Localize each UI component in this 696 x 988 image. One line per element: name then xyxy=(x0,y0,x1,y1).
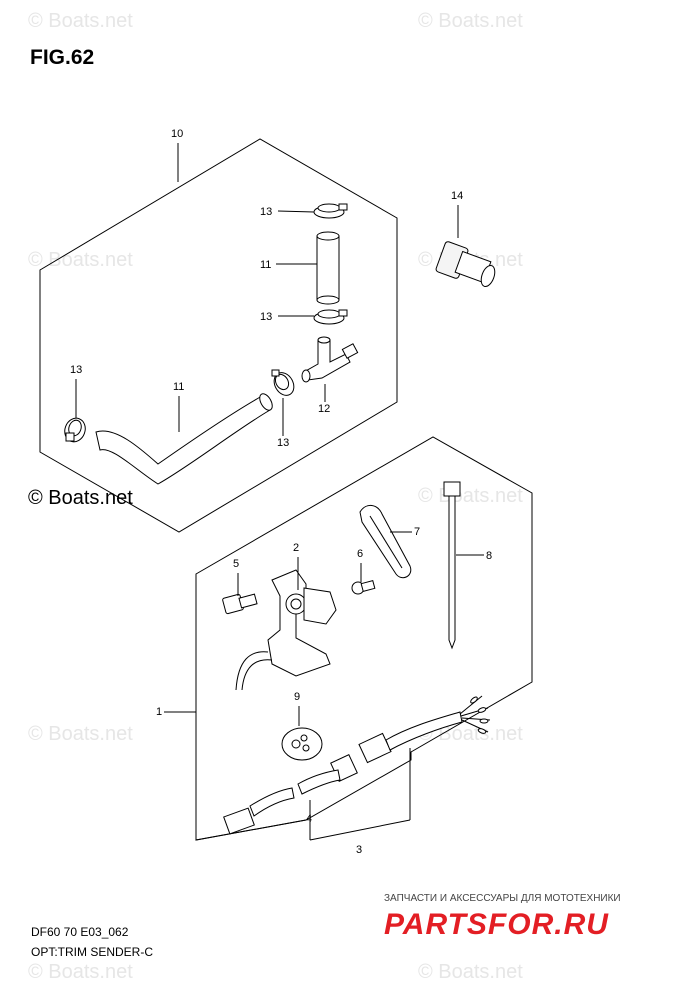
promo-tagline: ЗАПЧАСТИ И АКСЕССУАРЫ ДЛЯ МОТОТЕХНИКИ xyxy=(384,893,621,904)
boats-net-watermark: © Boats.net xyxy=(28,487,133,509)
extension-harness xyxy=(223,754,358,835)
leader-line xyxy=(309,819,411,841)
promo-brand: PARTSFOR.RU xyxy=(384,908,609,941)
callout-14: 14 xyxy=(451,190,463,202)
callout-4: 4 xyxy=(306,813,312,825)
callout-9: 9 xyxy=(294,691,300,703)
watermark: © Boats.net xyxy=(28,961,133,983)
trim-sender xyxy=(235,569,337,691)
kit-1-edge xyxy=(195,574,307,841)
callout-13: 13 xyxy=(260,311,272,323)
kit-10-outline xyxy=(39,138,398,533)
callout-13: 13 xyxy=(260,206,272,218)
callout-7: 7 xyxy=(414,526,420,538)
bolt xyxy=(222,593,258,615)
callout-2: 2 xyxy=(293,542,299,554)
callout-13: 13 xyxy=(70,364,82,376)
watermark: © Boats.net xyxy=(28,723,133,745)
model-code: DF60 70 E03_062 xyxy=(31,925,129,939)
callout-8: 8 xyxy=(486,550,492,562)
callout-1: 1 xyxy=(156,706,162,718)
watermark: © Boats.net xyxy=(418,485,523,507)
screw xyxy=(351,579,376,595)
watermark: © Boats.net xyxy=(28,249,133,271)
hose-clamp-top xyxy=(313,203,348,219)
leader-line xyxy=(277,210,315,213)
hose-end xyxy=(259,393,273,411)
callout-3: 3 xyxy=(356,844,362,856)
hose-clamp-mid xyxy=(313,309,348,325)
hose-bent xyxy=(95,395,271,485)
callout-11: 11 xyxy=(173,381,184,393)
t-joint xyxy=(301,336,359,383)
watermark: © Boats.net xyxy=(418,10,523,32)
callout-6: 6 xyxy=(357,548,363,560)
callout-13: 13 xyxy=(277,437,289,449)
figure-title: FIG.62 xyxy=(30,46,94,69)
wire-grommet xyxy=(281,727,323,761)
cable-tie xyxy=(443,481,461,650)
hose-clamp-left xyxy=(64,417,86,443)
grommet-plug xyxy=(435,241,496,288)
callout-12: 12 xyxy=(318,403,330,415)
link-arm xyxy=(359,505,412,579)
callout-10: 10 xyxy=(171,128,183,140)
callout-11: 11 xyxy=(260,259,271,271)
hose-straight xyxy=(316,231,340,305)
watermark: © Boats.net xyxy=(28,10,133,32)
hose-clamp-small xyxy=(271,369,295,396)
watermark: © Boats.net xyxy=(418,961,523,983)
watermark: © Boats.net xyxy=(418,723,523,745)
callout-5: 5 xyxy=(233,558,239,570)
figure-caption: OPT:TRIM SENDER-C xyxy=(31,945,153,959)
wiring-harness xyxy=(358,695,491,764)
